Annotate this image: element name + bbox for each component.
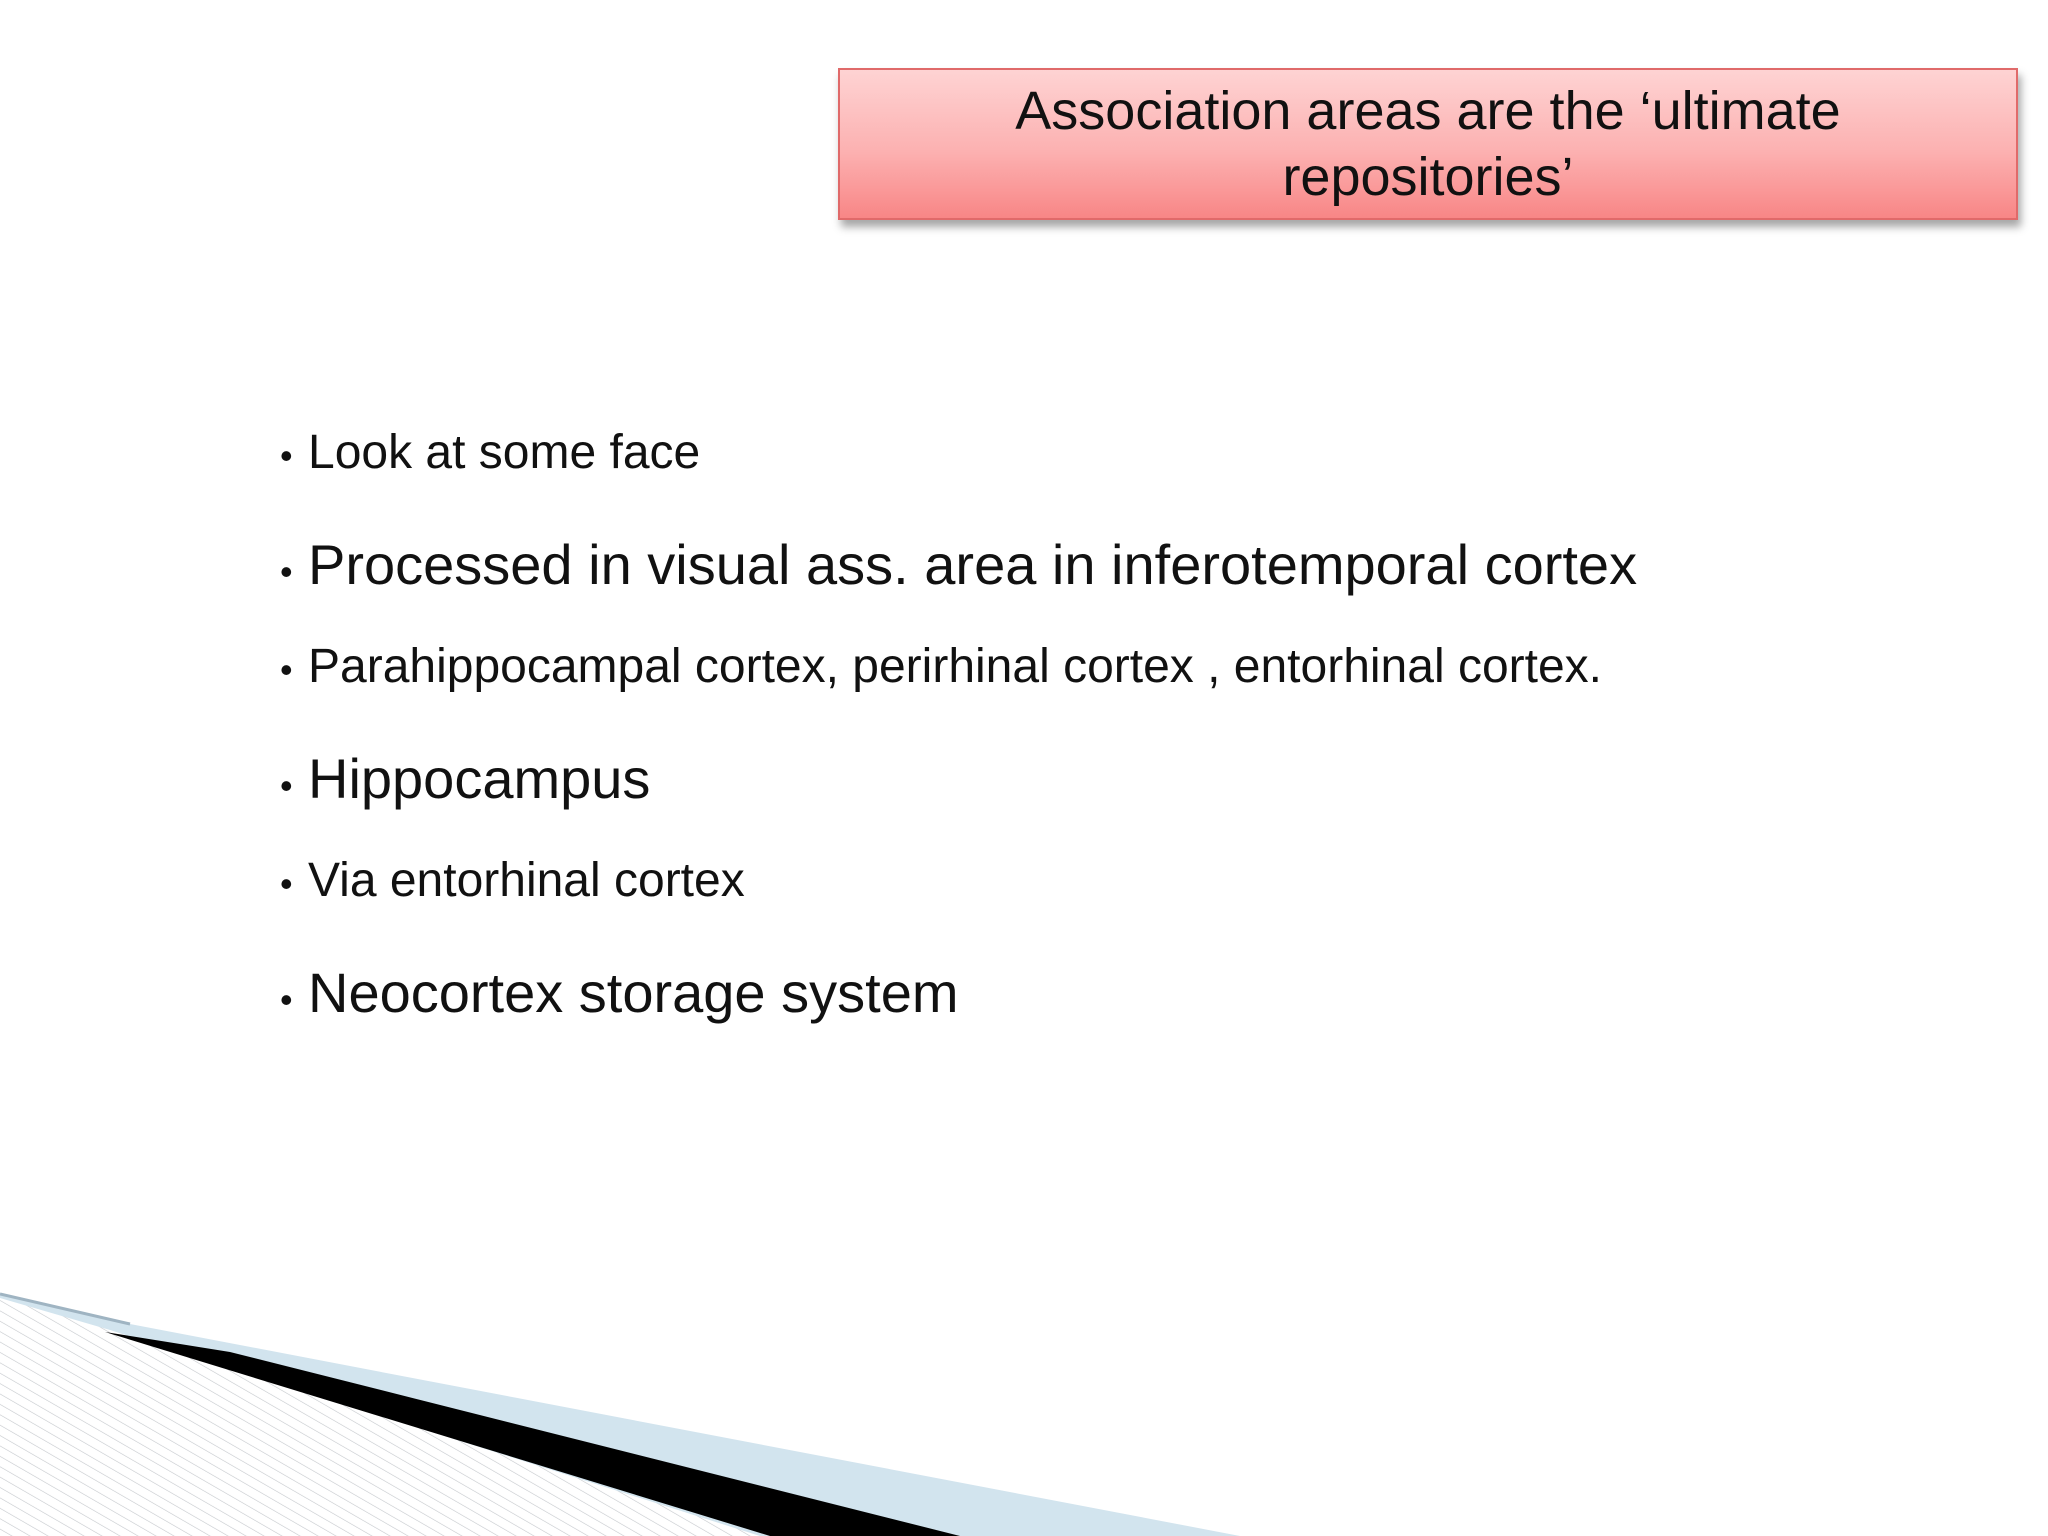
bullet-text: Via entorhinal cortex — [308, 854, 745, 907]
bullet-icon: • — [280, 863, 293, 904]
bullet-item: • Look at some face — [280, 425, 1980, 532]
slide-title: Association areas are the ‘ultimate repo… — [1015, 81, 1841, 207]
bullet-icon: • — [280, 649, 293, 690]
bullet-item: • Neocortex storage system — [280, 960, 1980, 1067]
bullet-text: Parahippocampal cortex, perirhinal corte… — [308, 640, 1602, 693]
bullet-icon: • — [280, 551, 293, 592]
swoosh-edge-line — [0, 1292, 131, 1326]
bullet-icon: • — [280, 435, 293, 476]
bullet-text: Hippocampus — [308, 747, 651, 810]
bullet-text: Processed in visual ass. area in inferot… — [308, 533, 1638, 596]
bullet-item: • Processed in visual ass. area in infer… — [280, 532, 1980, 639]
bullet-item: • Parahippocampal cortex, perirhinal cor… — [280, 639, 1980, 746]
black-swoosh — [105, 1332, 960, 1536]
bullet-list: • Look at some face • Processed in visua… — [280, 425, 1980, 1067]
bullet-text: Neocortex storage system — [308, 961, 959, 1024]
title-box: Association areas are the ‘ultimate repo… — [838, 68, 2018, 220]
bullet-icon: • — [280, 979, 293, 1020]
bullet-icon: • — [280, 765, 293, 806]
bullet-item: • Via entorhinal cortex — [280, 853, 1980, 960]
bullet-text: Look at some face — [308, 426, 701, 479]
decorative-swoosh — [0, 1292, 1240, 1536]
bullet-item: • Hippocampus — [280, 746, 1980, 853]
hatched-band — [0, 1296, 860, 1536]
